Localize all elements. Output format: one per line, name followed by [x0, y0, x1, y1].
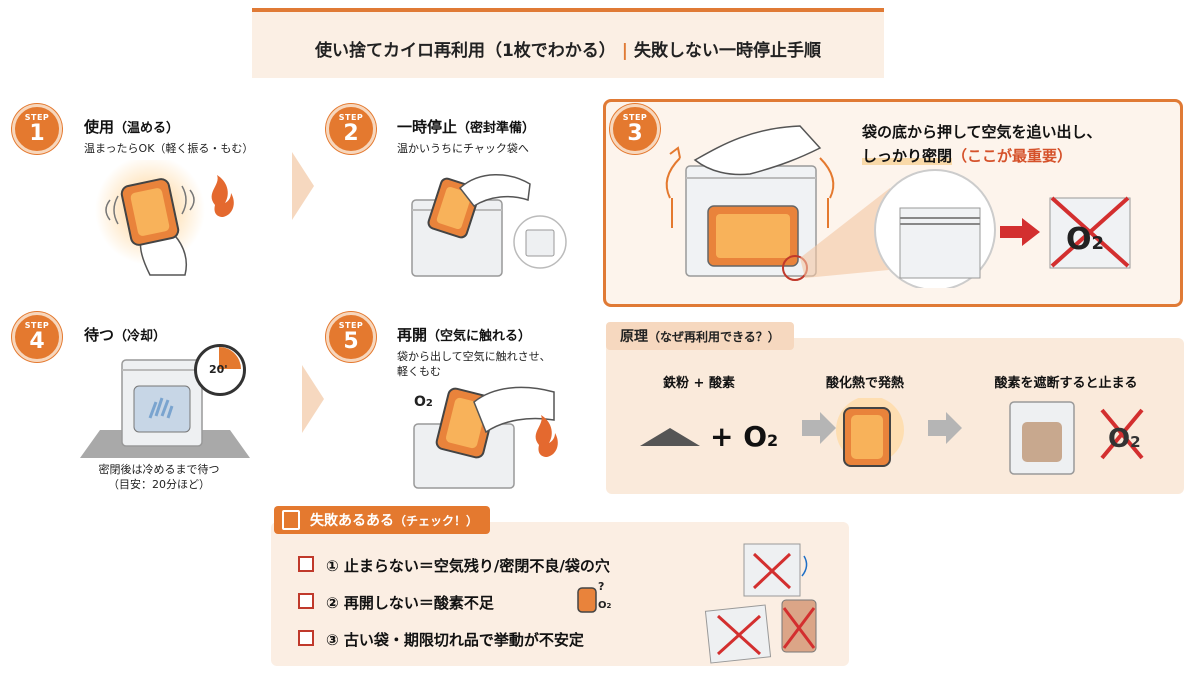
step-1-title: 使用（温める）: [84, 118, 180, 136]
failure-item-2: ② 再開しない＝酸素不足: [326, 594, 494, 612]
step-2-desc: 温かいうちにチャック袋へ: [397, 142, 529, 155]
title-main: 使い捨てカイロ再利用（1枚でわかる）: [314, 41, 616, 61]
timer-icon: 20': [194, 344, 246, 396]
timer-label: 20': [209, 363, 228, 376]
principle-label-iron-oxygen: 鉄粉 + 酸素: [663, 376, 735, 391]
cooling-bag-timer-illustration: [80, 359, 250, 458]
check-1-icon: [298, 556, 314, 572]
arrow-chevron-right: [292, 152, 314, 220]
principle-label-block-oxygen: 酸素を遮断すると止まる: [994, 376, 1138, 391]
pad-no-oxygen-icon: [577, 587, 597, 613]
step-3-line-2-main: しっかり密閉: [862, 147, 953, 165]
arrow-chevron-right-2: [302, 365, 324, 433]
step-5-o2-label: O2: [414, 394, 433, 410]
pad-into-bag-illustration: [411, 174, 567, 277]
title-sub: 失敗しない一時停止手順: [634, 41, 822, 61]
warm-pad-in-hand-illustration: [95, 160, 234, 276]
principle-diagram: [640, 398, 1144, 475]
principle-label-oxidation-heat: 酸化熱で発熱: [825, 376, 904, 391]
check-3-icon: [298, 630, 314, 646]
press-air-out-seal-illustration: [665, 125, 1131, 288]
question-mark: ?: [598, 580, 605, 593]
title-separator: |: [621, 41, 629, 61]
step-1-desc: 温まったらOK（軽く振る・もむ）: [84, 142, 254, 155]
step-3-text: 袋の底から押して空気を追い出し、 しっかり密閉（ここが最重要）: [862, 120, 1102, 168]
step-3-line-1: 袋の底から押して空気を追い出し、: [862, 123, 1102, 141]
step-5-desc: 袋から出して空気に触れさせ、 軽くもむ: [397, 350, 551, 378]
check-2-icon: [298, 593, 314, 609]
principle-tab: 原理（なぜ再利用できる？）: [606, 322, 794, 350]
step-4-desc: 密閉後は冷めるまで待つ （目安：20分ほど）: [98, 463, 220, 491]
failure-item-3: ③ 古い袋・期限切れ品で挙動が不安定: [326, 631, 584, 649]
step-4-title: 待つ（冷却）: [84, 326, 167, 344]
principle-plus-o2: + O2: [710, 420, 779, 453]
failure-bags-illustration: [704, 543, 817, 664]
failure-tab: 失敗あるある（チェック！）: [274, 506, 491, 534]
step-3-o2-symbol: O2: [1066, 222, 1105, 257]
step-2-title: 一時停止（密封準備）: [397, 118, 536, 136]
step-5-title: 再開（空気に触れる）: [397, 326, 532, 344]
fail-o2-label: O2: [598, 600, 612, 611]
pad-out-of-bag-illustration: [413, 386, 558, 489]
clipboard-icon: [282, 510, 300, 530]
principle-blocked-o2: O2: [1108, 424, 1141, 454]
failure-item-1: ① 止まらない＝空気残り/密閉不良/袋の穴: [326, 557, 610, 575]
page-title: 使い捨てカイロ再利用（1枚でわかる）|失敗しない一時停止手順: [252, 36, 884, 61]
step-3-line-2-highlight: （ここが最重要）: [952, 147, 1073, 165]
title-bar: 使い捨てカイロ再利用（1枚でわかる）|失敗しない一時停止手順: [252, 8, 884, 78]
